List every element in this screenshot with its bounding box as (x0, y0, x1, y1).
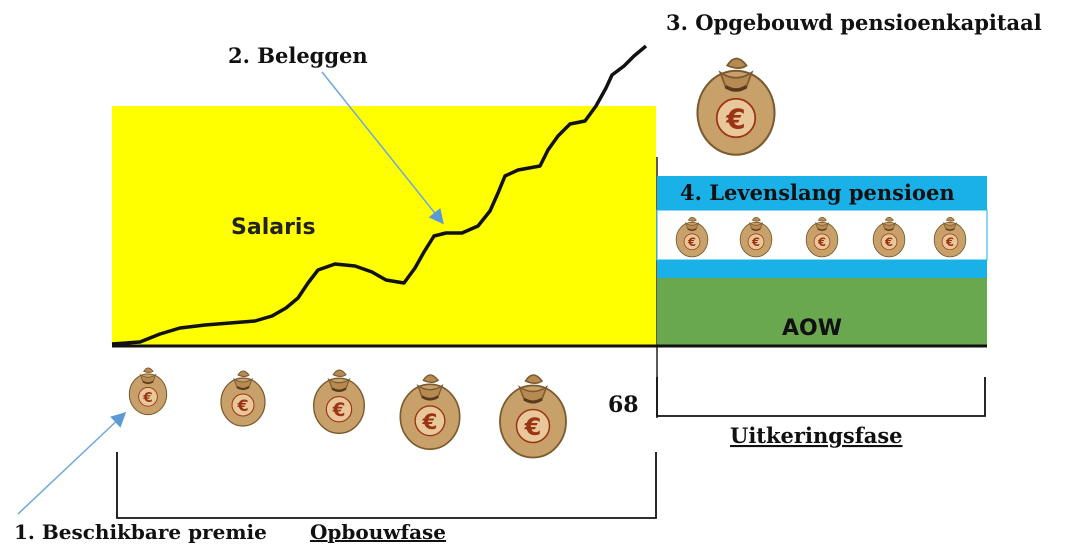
accumulated-capital-label: 3. Opgebouwd pensioenkapitaal (666, 10, 1042, 35)
accumulation-phase-label: Opbouwfase (310, 520, 446, 544)
lifelong-pension-label: 4. Levenslang pensioen (680, 180, 955, 205)
invest-label: 2. Beleggen (228, 43, 368, 68)
investment-growth-line (111, 44, 648, 346)
invest-arrow-icon (321, 71, 444, 225)
premium-money-bag-icon (398, 373, 462, 451)
pension-band-top (657, 176, 987, 210)
payout-phase-label: Uitkeringsfase (730, 423, 903, 448)
premium-money-bag-icon (220, 370, 266, 427)
premium-label: 1. Beschikbare premie (14, 520, 267, 544)
aow-label: AOW (782, 316, 842, 341)
accumulation-phase-bracket (116, 452, 657, 519)
premium-money-bag-icon (312, 368, 366, 435)
aow-area (657, 278, 987, 346)
capital-money-bag-icon (695, 56, 777, 157)
payout-phase-bracket (656, 377, 986, 417)
premium-money-bag-icon (498, 373, 568, 459)
premium-arrow-icon (17, 411, 127, 515)
pension-band-bottom (657, 260, 987, 278)
premium-money-bag-icon (128, 367, 168, 416)
retirement-age-label: 68 (608, 392, 639, 418)
salary-label: Salaris (231, 215, 316, 240)
salary-area (112, 106, 656, 346)
